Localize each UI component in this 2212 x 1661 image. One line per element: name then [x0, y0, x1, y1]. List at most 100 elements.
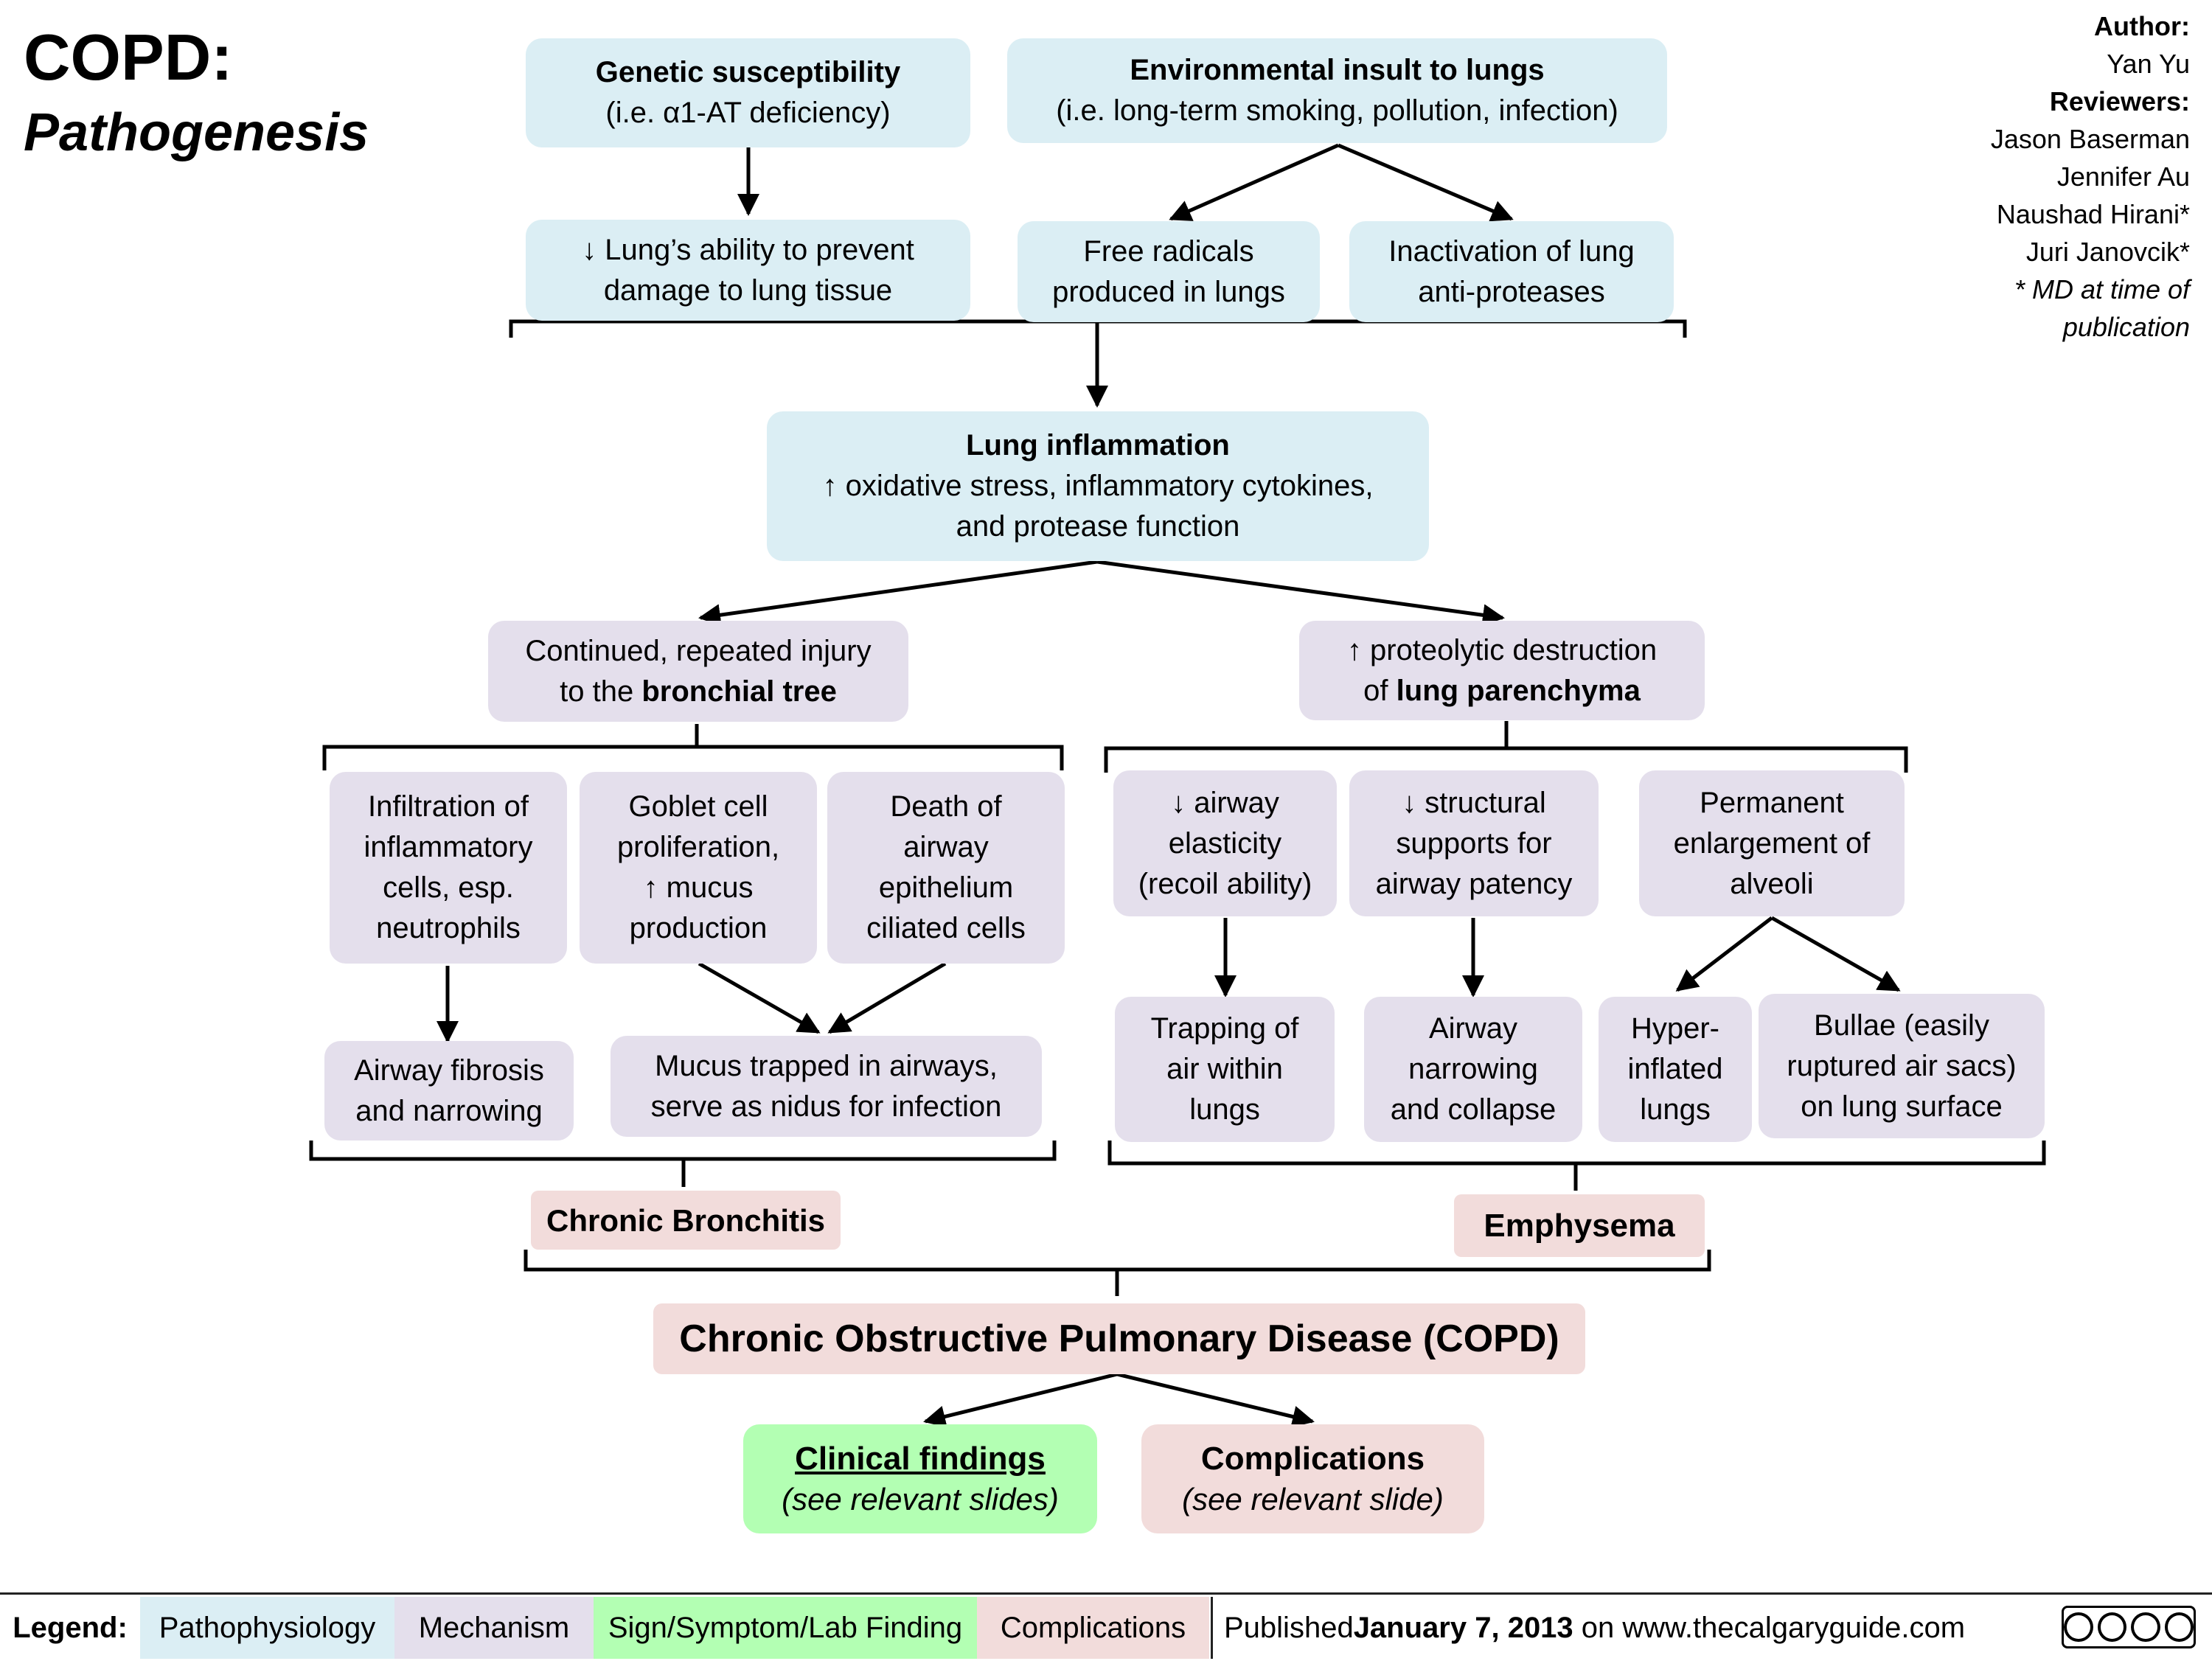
- bullae-node: Bullae (easily ruptured air sacs) on lun…: [1759, 994, 2045, 1138]
- node-line: alveoli: [1730, 867, 1814, 900]
- node-line: on lung surface: [1801, 1090, 2003, 1123]
- environmental-insult-node: Environmental insult to lungs (i.e. long…: [1007, 38, 1667, 143]
- genetic-susceptibility-node: Genetic susceptibility (i.e. α1-AT defic…: [526, 38, 970, 147]
- ciliated-cell-death-node: Death of airway epithelium ciliated cell…: [827, 772, 1065, 964]
- node-line: supports for: [1396, 826, 1552, 860]
- node-line: to the: [560, 675, 642, 708]
- brace-parenchyma: [1104, 721, 1908, 773]
- legend-divider: [1211, 1597, 1213, 1659]
- bronchial-tree-term: bronchial tree: [641, 675, 837, 708]
- node-subtitle: (i.e. α1-AT deficiency): [605, 97, 891, 129]
- arrow-to-proteolytic: [1096, 560, 1505, 627]
- airway-fibrosis-node: Airway fibrosis and narrowing: [324, 1041, 574, 1141]
- node-line: Free radicals: [1083, 234, 1254, 268]
- node-line: Trapping of: [1150, 1012, 1299, 1045]
- node-line: epithelium: [878, 871, 1014, 904]
- node-line: Hyper-: [1630, 1012, 1720, 1045]
- node-line: ↓ Lung’s ability to prevent: [582, 233, 914, 266]
- lung-inflammation-node: Lung inflammation ↑ oxidative stress, in…: [767, 411, 1429, 561]
- author-label: Author:: [2094, 11, 2190, 41]
- complications-node: Complications (see relevant slide): [1141, 1424, 1484, 1533]
- node-line: lungs: [1189, 1093, 1260, 1126]
- published-site: on www.thecalgaryguide.com: [1573, 1611, 1966, 1644]
- inactivation-node: Inactivation of lung anti-proteases: [1349, 221, 1674, 322]
- free-radicals-node: Free radicals produced in lungs: [1018, 221, 1320, 322]
- node-line: inflated: [1627, 1053, 1723, 1085]
- brace-chronic-bronchitis: [309, 1141, 1057, 1187]
- brace-copd: [524, 1250, 1711, 1296]
- nc-icon: [2131, 1612, 2160, 1642]
- node-line: airway: [903, 831, 989, 863]
- arrow-env-to-radicals: [1169, 143, 1340, 221]
- legend-pathophysiology: Pathophysiology: [140, 1597, 394, 1659]
- legend-label: Legend:: [13, 1611, 128, 1644]
- air-trapping-node: Trapping of air within lungs: [1115, 997, 1335, 1142]
- credits: Author: Yan Yu Reviewers: Jason Baserman…: [1895, 7, 2190, 346]
- node-line: Mucus trapped in airways,: [655, 1049, 998, 1082]
- node-line: lungs: [1640, 1093, 1711, 1126]
- page-subtitle: Pathogenesis: [24, 103, 369, 162]
- node-line: Inactivation of lung: [1388, 234, 1635, 268]
- author-name: Yan Yu: [2107, 49, 2190, 79]
- node-line: proliferation,: [616, 831, 780, 863]
- node-line: air within: [1166, 1053, 1283, 1085]
- node-line: narrowing: [1408, 1053, 1538, 1085]
- published-info: Published January 7, 2013 on www.thecalg…: [1224, 1597, 1991, 1659]
- reviewers-label: Reviewers:: [2049, 86, 2190, 116]
- page-title: COPD:: [24, 21, 233, 94]
- node-line: and protease function: [956, 510, 1240, 543]
- node-line: Death of: [890, 790, 1002, 823]
- legend-complications: Complications: [977, 1597, 1209, 1659]
- node-subtitle: (see relevant slides): [782, 1482, 1059, 1517]
- arrow-to-injury: [698, 560, 1098, 627]
- node-line: production: [629, 912, 768, 944]
- node-line: Airway: [1428, 1012, 1518, 1045]
- arrow-death-to-mucus: [827, 961, 947, 1034]
- node-title: Genetic susceptibility: [595, 56, 901, 88]
- node-line: Airway fibrosis: [354, 1054, 544, 1087]
- node-line: damage to lung tissue: [603, 274, 893, 307]
- node-title: Lung inflammation: [966, 429, 1230, 462]
- node-line: ↓ structural: [1402, 786, 1546, 819]
- arrow-goblet-to-mucus: [698, 961, 821, 1034]
- by-icon: [2097, 1612, 2126, 1642]
- node-line: enlargement of: [1673, 826, 1871, 860]
- arrow-copd-to-clinical: [923, 1372, 1118, 1428]
- structural-supports-node: ↓ structural supports for airway patency: [1349, 770, 1599, 916]
- mucus-trapped-node: Mucus trapped in airways, serve as nidus…: [611, 1036, 1042, 1137]
- md-note-cont: publication: [2062, 312, 2190, 342]
- node-line: ↓ airway: [1171, 786, 1279, 819]
- node-line: serve as nidus for infection: [650, 1090, 1002, 1123]
- arrow-enlargement-to-hyperinflated: [1675, 916, 1773, 992]
- node-line: Bullae (easily: [1814, 1009, 1989, 1042]
- reviewer-name: Juri Janovcik*: [2025, 237, 2190, 267]
- node-line: and collapse: [1390, 1093, 1557, 1126]
- emphysema-node: Emphysema: [1454, 1194, 1705, 1257]
- published-prefix: Published: [1224, 1611, 1354, 1644]
- md-note: * MD at time of: [2014, 274, 2190, 304]
- clinical-findings-node[interactable]: Clinical findings (see relevant slides): [743, 1424, 1097, 1533]
- airway-collapse-node: Airway narrowing and collapse: [1364, 997, 1582, 1142]
- node-title: Complications: [1200, 1441, 1425, 1477]
- reviewer-name: Jason Baserman: [1990, 124, 2190, 154]
- legend-mechanism: Mechanism: [394, 1597, 594, 1659]
- node-line: ciliated cells: [866, 912, 1026, 944]
- creative-commons-license-icon: [2062, 1606, 2196, 1648]
- clinical-findings-link[interactable]: Clinical findings: [795, 1441, 1046, 1477]
- node-line: produced in lungs: [1052, 275, 1285, 308]
- reviewer-name: Jennifer Au: [2056, 161, 2190, 192]
- node-line: anti-proteases: [1418, 275, 1605, 308]
- goblet-cell-node: Goblet cell proliferation, ↑ mucus produ…: [580, 772, 817, 964]
- node-line: Permanent: [1700, 786, 1844, 819]
- node-line: inflammatory: [364, 831, 533, 863]
- node-line: (recoil ability): [1138, 867, 1312, 900]
- infiltration-node: Infiltration of inflammatory cells, esp.…: [330, 772, 567, 964]
- sa-icon: [2164, 1612, 2194, 1642]
- arrow-enlargement-to-bullae: [1770, 916, 1901, 992]
- node-line: and narrowing: [355, 1094, 543, 1127]
- proteolytic-destruction-node: ↑ proteolytic destruction of lung parenc…: [1299, 621, 1705, 720]
- copd-node: Chronic Obstructive Pulmonary Disease (C…: [653, 1303, 1585, 1374]
- node-line: Infiltration of: [368, 790, 529, 823]
- node-line: ruptured air sacs): [1787, 1049, 2017, 1082]
- legend-bar: Legend: Pathophysiology Mechanism Sign/S…: [0, 1592, 2212, 1661]
